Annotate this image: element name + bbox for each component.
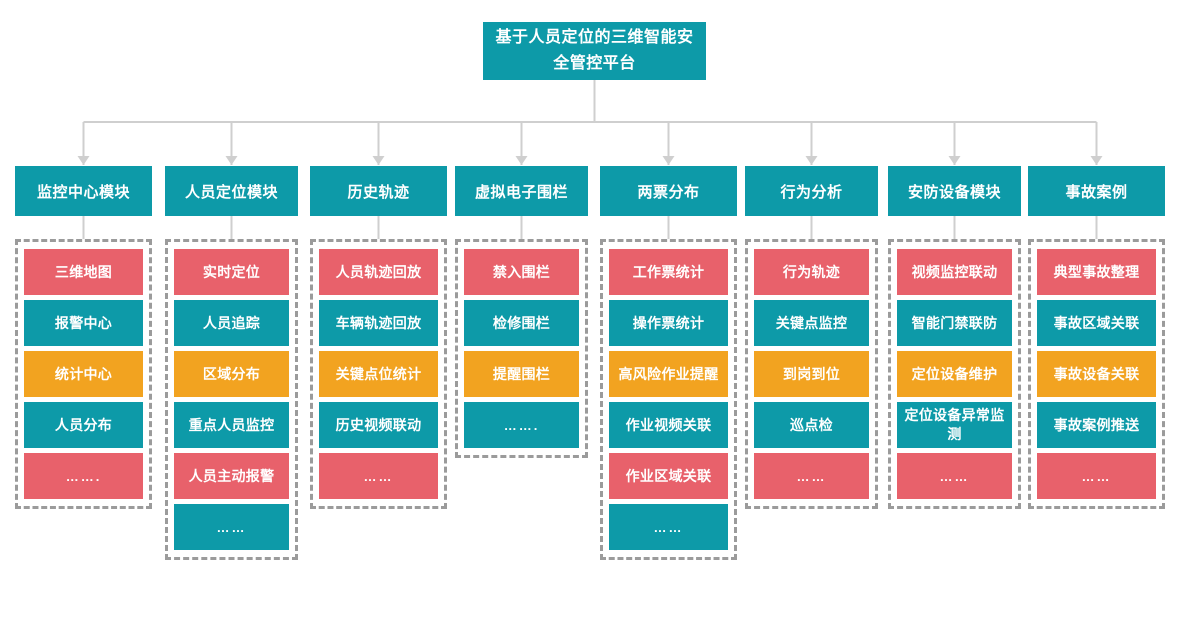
module-column: 人员定位模块实时定位人员追踪区域分布重点人员监控人员主动报警 ……	[165, 166, 298, 560]
module-item[interactable]: 作业视频关联	[609, 402, 728, 448]
module-column: 事故案例典型事故整理事故区域关联事故设备关联事故案例推送 ……	[1028, 166, 1165, 509]
module-item[interactable]: 人员分布	[24, 402, 143, 448]
module-item[interactable]: 高风险作业提醒	[609, 351, 728, 397]
module-item[interactable]: 报警中心	[24, 300, 143, 346]
module-item-list: 典型事故整理事故区域关联事故设备关联事故案例推送 ……	[1037, 249, 1156, 499]
module-item[interactable]: 提醒围栏	[464, 351, 579, 397]
module-item[interactable]: 行为轨迹	[754, 249, 869, 295]
module-item[interactable]: 到岗到位	[754, 351, 869, 397]
module-item[interactable]: 禁入围栏	[464, 249, 579, 295]
column-group-box: 行为轨迹关键点监控到岗到位巡点检 ……	[745, 239, 878, 509]
module-item[interactable]: 视频监控联动	[897, 249, 1012, 295]
module-item[interactable]: 智能门禁联防	[897, 300, 1012, 346]
column-header-7[interactable]: 安防设备模块	[888, 166, 1021, 216]
module-item-ellipsis[interactable]: ……	[754, 453, 869, 499]
module-item-ellipsis[interactable]: ……	[897, 453, 1012, 499]
module-item[interactable]: 统计中心	[24, 351, 143, 397]
module-column: 行为分析行为轨迹关键点监控到岗到位巡点检 ……	[745, 166, 878, 509]
column-group-box: 三维地图报警中心统计中心人员分布 …….	[15, 239, 152, 509]
module-item[interactable]: 典型事故整理	[1037, 249, 1156, 295]
column-header-3[interactable]: 历史轨迹	[310, 166, 447, 216]
module-item[interactable]: 实时定位	[174, 249, 289, 295]
module-item[interactable]: 操作票统计	[609, 300, 728, 346]
module-item[interactable]: 人员追踪	[174, 300, 289, 346]
column-header-6[interactable]: 行为分析	[745, 166, 878, 216]
module-item-ellipsis[interactable]: ……	[609, 504, 728, 550]
module-item[interactable]: 关键点位统计	[319, 351, 438, 397]
column-header-4[interactable]: 虚拟电子围栏	[455, 166, 588, 216]
column-group-box: 人员轨迹回放车辆轨迹回放关键点位统计历史视频联动 ……	[310, 239, 447, 509]
module-item[interactable]: 关键点监控	[754, 300, 869, 346]
column-group-box: 工作票统计操作票统计高风险作业提醒作业视频关联作业区域关联 ……	[600, 239, 737, 560]
module-item[interactable]: 定位设备维护	[897, 351, 1012, 397]
column-header-2[interactable]: 人员定位模块	[165, 166, 298, 216]
module-column: 安防设备模块视频监控联动智能门禁联防定位设备维护定位设备异常监测 ……	[888, 166, 1021, 509]
module-item[interactable]: 巡点检	[754, 402, 869, 448]
module-item[interactable]: 车辆轨迹回放	[319, 300, 438, 346]
module-item-list: 视频监控联动智能门禁联防定位设备维护定位设备异常监测 ……	[897, 249, 1012, 499]
module-item-ellipsis[interactable]: ……	[174, 504, 289, 550]
module-item-list: 工作票统计操作票统计高风险作业提醒作业视频关联作业区域关联 ……	[609, 249, 728, 550]
module-item-ellipsis[interactable]: ……	[1037, 453, 1156, 499]
module-item[interactable]: 定位设备异常监测	[897, 402, 1012, 448]
column-header-1[interactable]: 监控中心模块	[15, 166, 152, 216]
module-column: 两票分布工作票统计操作票统计高风险作业提醒作业视频关联作业区域关联 ……	[600, 166, 737, 560]
root-title-box: 基于人员定位的三维智能安全管控平台	[483, 22, 706, 80]
module-item-ellipsis[interactable]: …….	[464, 402, 579, 448]
column-group-box: 典型事故整理事故区域关联事故设备关联事故案例推送 ……	[1028, 239, 1165, 509]
column-group-box: 禁入围栏检修围栏提醒围栏 …….	[455, 239, 588, 458]
column-header-8[interactable]: 事故案例	[1028, 166, 1165, 216]
module-item[interactable]: 三维地图	[24, 249, 143, 295]
module-column: 历史轨迹人员轨迹回放车辆轨迹回放关键点位统计历史视频联动 ……	[310, 166, 447, 509]
module-item[interactable]: 人员轨迹回放	[319, 249, 438, 295]
module-column: 虚拟电子围栏禁入围栏检修围栏提醒围栏 …….	[455, 166, 588, 458]
module-item-list: 行为轨迹关键点监控到岗到位巡点检 ……	[754, 249, 869, 499]
column-group-box: 视频监控联动智能门禁联防定位设备维护定位设备异常监测 ……	[888, 239, 1021, 509]
module-item[interactable]: 人员主动报警	[174, 453, 289, 499]
module-item-ellipsis[interactable]: …….	[24, 453, 143, 499]
module-item[interactable]: 重点人员监控	[174, 402, 289, 448]
module-item[interactable]: 事故案例推送	[1037, 402, 1156, 448]
module-item[interactable]: 事故区域关联	[1037, 300, 1156, 346]
module-item[interactable]: 检修围栏	[464, 300, 579, 346]
module-item[interactable]: 历史视频联动	[319, 402, 438, 448]
module-item-ellipsis[interactable]: ……	[319, 453, 438, 499]
module-item[interactable]: 区域分布	[174, 351, 289, 397]
column-group-box: 实时定位人员追踪区域分布重点人员监控人员主动报警 ……	[165, 239, 298, 560]
module-item[interactable]: 事故设备关联	[1037, 351, 1156, 397]
module-item-list: 三维地图报警中心统计中心人员分布 …….	[24, 249, 143, 499]
module-item-list: 人员轨迹回放车辆轨迹回放关键点位统计历史视频联动 ……	[319, 249, 438, 499]
module-column: 监控中心模块三维地图报警中心统计中心人员分布 …….	[15, 166, 152, 509]
column-header-5[interactable]: 两票分布	[600, 166, 737, 216]
module-item-list: 禁入围栏检修围栏提醒围栏 …….	[464, 249, 579, 448]
module-item[interactable]: 作业区域关联	[609, 453, 728, 499]
module-item[interactable]: 工作票统计	[609, 249, 728, 295]
module-item-list: 实时定位人员追踪区域分布重点人员监控人员主动报警 ……	[174, 249, 289, 550]
